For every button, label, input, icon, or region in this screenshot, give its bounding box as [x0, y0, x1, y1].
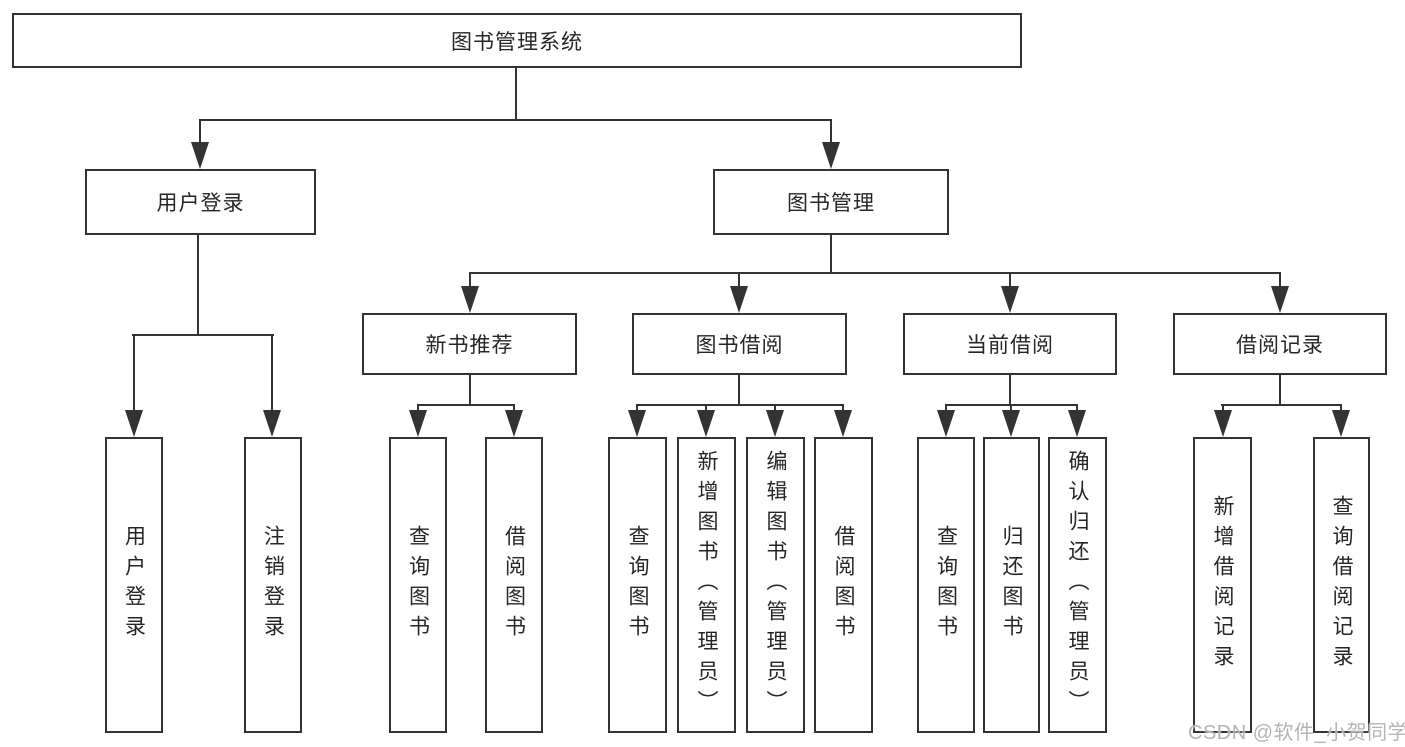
node-borrow-record-label: 借阅记录 [1236, 334, 1324, 357]
connector-drop [705, 406, 707, 412]
arrowhead-down [730, 286, 748, 313]
leaf-add-borrow-record-label: 新增借阅记录 [1211, 495, 1234, 675]
arrowhead-down [505, 410, 523, 437]
connector-stem [469, 375, 471, 405]
leaf-current-query-books: 查询图书 [917, 437, 975, 733]
node-book-management-label: 图书管理 [787, 192, 875, 215]
arrowhead-down [461, 286, 479, 313]
connector-stem [1279, 375, 1281, 405]
leaf-current-query-books-label: 查询图书 [934, 525, 958, 645]
leaf-borrow-books: 借阅图书 [814, 437, 873, 733]
leaf-logout-label: 注销登录 [261, 525, 285, 645]
arrowhead-down [834, 410, 852, 437]
node-current-borrow-label: 当前借阅 [966, 334, 1054, 357]
leaf-return-books-label: 归还图书 [1000, 525, 1023, 645]
node-borrow-record: 借阅记录 [1173, 313, 1387, 375]
arrowhead-down [1068, 410, 1086, 437]
connector-bar [199, 119, 832, 121]
node-root: 图书管理系统 [12, 13, 1022, 68]
node-new-book-recommend: 新书推荐 [362, 313, 577, 375]
connector-bar [1221, 404, 1342, 406]
node-new-book-recommend-label: 新书推荐 [425, 334, 514, 357]
leaf-add-borrow-record: 新增借阅记录 [1193, 437, 1252, 733]
leaf-recommend-query-books-label: 查询图书 [406, 525, 430, 645]
connector-drop [830, 121, 832, 144]
connector-drop [945, 406, 947, 412]
leaf-borrow-query-books-label: 查询图书 [626, 525, 649, 645]
leaf-recommend-query-books: 查询图书 [389, 437, 447, 733]
connector-drop [842, 406, 844, 412]
connector-drop [1076, 406, 1078, 412]
node-book-management: 图书管理 [713, 169, 949, 235]
node-current-borrow: 当前借阅 [903, 313, 1117, 375]
arrowhead-down [822, 142, 840, 169]
csdn-watermark: CSDN @软件_小贺同学 [1188, 722, 1405, 744]
connector-stem [738, 375, 740, 405]
connector-drop [133, 336, 135, 412]
node-user-login-label: 用户登录 [156, 192, 245, 215]
node-book-borrow: 图书借阅 [632, 313, 847, 375]
leaf-logout: 注销登录 [244, 437, 302, 733]
arrowhead-down [1002, 410, 1020, 437]
leaf-user-login: 用户登录 [105, 437, 163, 733]
connector-drop [1009, 274, 1011, 288]
arrowhead-down [937, 410, 955, 437]
arrowhead-down [191, 142, 209, 169]
arrowhead-down [628, 410, 646, 437]
connector-drop [774, 406, 776, 412]
connector-drop [199, 121, 201, 144]
node-book-borrow-label: 图书借阅 [695, 334, 784, 357]
connector-bar [636, 404, 844, 406]
connector-bar [132, 334, 274, 336]
node-root-label: 图书管理系统 [451, 30, 583, 54]
node-user-login: 用户登录 [85, 169, 316, 235]
arrowhead-down [125, 410, 143, 437]
connector-drop [1279, 274, 1281, 288]
arrowhead-down [1271, 286, 1289, 313]
leaf-user-login-label: 用户登录 [122, 525, 146, 645]
leaf-recommend-borrow-books-label: 借阅图书 [502, 525, 526, 645]
leaf-borrow-query-books: 查询图书 [608, 437, 667, 733]
arrowhead-down [409, 410, 427, 437]
connector-drop [271, 336, 273, 412]
connector-bar [945, 404, 1078, 406]
leaf-confirm-return-admin: 确认归还（管理员） [1048, 437, 1107, 733]
connector-drop [1222, 406, 1224, 412]
leaf-edit-books-admin-label: 编辑图书（管理员） [764, 450, 787, 720]
connector-bar [417, 404, 515, 406]
arrowhead-down [697, 410, 715, 437]
arrowhead-down [1214, 410, 1232, 437]
connector-stem [830, 235, 832, 274]
leaf-query-borrow-record-label: 查询借阅记录 [1330, 495, 1353, 675]
connector-stem [1009, 375, 1011, 405]
connector-drop [513, 406, 515, 412]
leaf-borrow-books-label: 借阅图书 [832, 525, 855, 645]
connector-drop [738, 274, 740, 288]
connector-stem [515, 68, 517, 121]
leaf-return-books: 归还图书 [983, 437, 1040, 733]
connector-stem [197, 235, 199, 335]
arrowhead-down [263, 410, 281, 437]
arrowhead-down [1332, 410, 1350, 437]
arrowhead-down [766, 410, 784, 437]
connector-bar [469, 272, 1281, 274]
leaf-add-books-admin: 新增图书（管理员） [677, 437, 736, 733]
leaf-confirm-return-admin-label: 确认归还（管理员） [1066, 450, 1089, 720]
leaf-recommend-borrow-books: 借阅图书 [485, 437, 543, 733]
leaf-add-books-admin-label: 新增图书（管理员） [695, 450, 718, 720]
arrowhead-down [1001, 286, 1019, 313]
connector-drop [1010, 406, 1012, 412]
leaf-query-borrow-record: 查询借阅记录 [1313, 437, 1370, 733]
connector-drop [1340, 406, 1342, 412]
connector-drop [417, 406, 419, 412]
leaf-edit-books-admin: 编辑图书（管理员） [746, 437, 805, 733]
connector-drop [469, 274, 471, 288]
connector-drop [636, 406, 638, 412]
